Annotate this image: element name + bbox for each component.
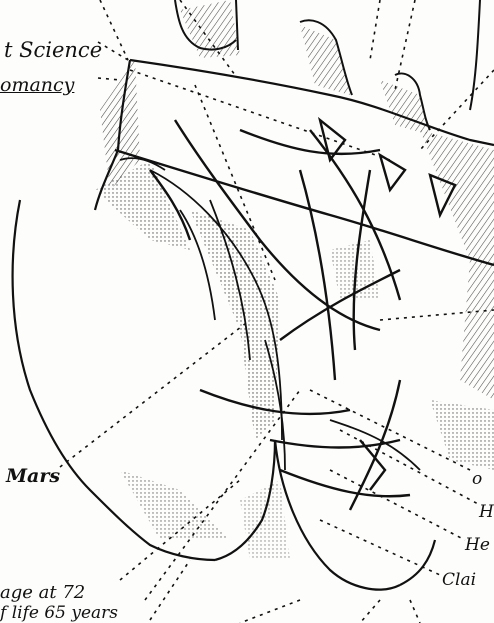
label-age-line2: f life 65 years: [0, 605, 118, 622]
label-romancy: omancy: [0, 76, 74, 95]
label-right-or: o: [472, 471, 482, 488]
label-right-h: H: [479, 504, 494, 521]
label-age-line1: age at 72: [0, 584, 85, 602]
label-right-clai: Clai: [442, 572, 476, 589]
label-right-he: He: [465, 537, 490, 554]
label-science: t Science: [4, 40, 102, 61]
label-mars: Mars: [6, 467, 60, 486]
